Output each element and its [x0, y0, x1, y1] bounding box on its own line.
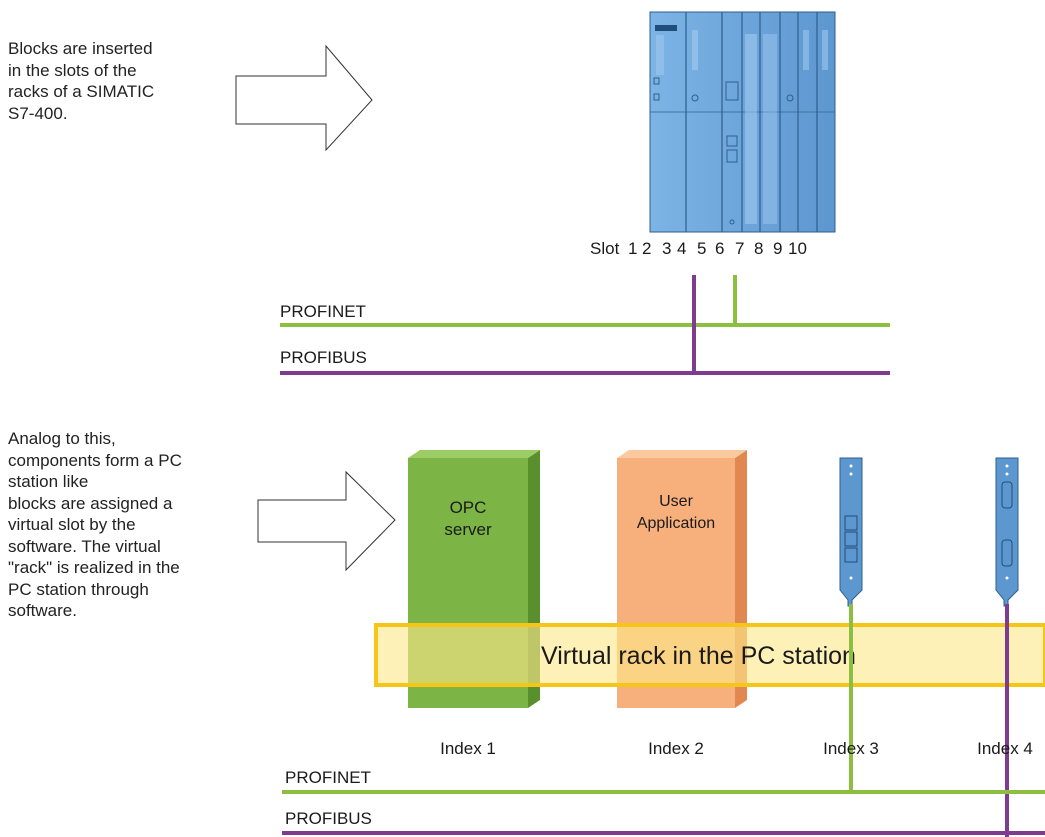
profibus-label-bottom: PROFIBUS [285, 809, 372, 828]
rack-description: Blocks are inserted in the slots of the … [8, 38, 154, 124]
pc-card-profinet-icon [839, 457, 863, 607]
slot-number: 5 [697, 239, 706, 258]
profinet-label-bottom: PROFINET [285, 768, 371, 787]
profinet-label-top: PROFINET [280, 302, 366, 321]
slot-number: 8 [754, 239, 763, 258]
slot-number: 4 [677, 239, 686, 258]
slot-number: 2 [642, 239, 651, 258]
index-label: Index 3 [823, 739, 879, 758]
rack-description-line: racks of a SIMATIC [8, 82, 155, 101]
bottom-arrow-icon [257, 470, 396, 572]
pc-card-profibus-icon [995, 457, 1019, 607]
slot-number: 7 [735, 239, 744, 258]
pc-station-description-line: station like [8, 472, 89, 491]
rack-description-line: Blocks are inserted [8, 39, 153, 58]
s7-400-rack [649, 11, 836, 233]
slot-number: 9 [773, 239, 782, 258]
opc-server-label-line1: OPC [450, 498, 487, 517]
pc-station-description-line: components form a PC [8, 450, 182, 470]
rack-description-line: S7-400. [8, 103, 68, 123]
pc-station-description: Analog to this, components form a PC sta… [8, 428, 182, 622]
rack-description-line: in the slots of the [8, 60, 137, 80]
pc-station-description-line: Analog to this, [8, 429, 116, 448]
slot-number: 10 [788, 239, 807, 258]
pc-station-description-line: "rack" is realized in the [8, 558, 180, 577]
slot-number: 6 [715, 239, 724, 258]
pc-station-description-line: software. [8, 601, 77, 620]
opc-server-label-line2: server [444, 520, 492, 539]
slot-number: 3 [662, 239, 671, 258]
pc-station-description-line: blocks are assigned a [8, 493, 173, 513]
top-arrow-icon [235, 44, 373, 152]
pc-station-description-line: PC station through [8, 579, 149, 599]
virtual-rack-label: Virtual rack in the PC station [541, 642, 856, 670]
index-label: Index 2 [648, 739, 704, 758]
pc-station-description-line: software. The virtual [8, 536, 161, 556]
pc-station-description-line: virtual slot by the [8, 515, 136, 534]
index-label: Index 1 [440, 739, 496, 758]
profibus-label-top: PROFIBUS [280, 348, 367, 367]
slot-label: Slot [590, 239, 620, 258]
virtual-rack-band [374, 623, 1045, 687]
slot-number: 1 [628, 239, 637, 258]
index-label: Index 4 [977, 739, 1033, 758]
user-application-label-line1: User [659, 493, 693, 510]
user-application-label-line2: Application [637, 515, 715, 532]
